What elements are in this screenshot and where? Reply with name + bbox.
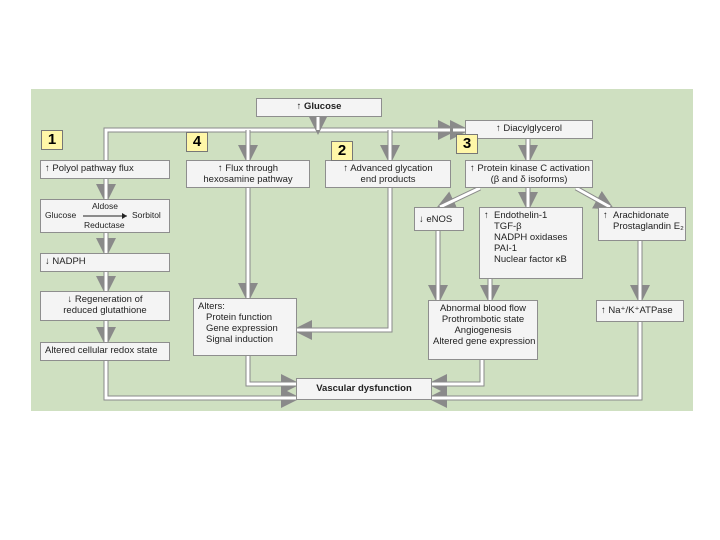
age-line-1: ↑ Advanced glycation: [343, 163, 433, 174]
badge-2: 2: [331, 141, 353, 161]
endothelin-item-4: PAI-1: [494, 243, 518, 254]
pkc-line-1: ↑ Protein kinase C activation: [470, 163, 590, 174]
diacylglycerol-box: ↑ Diacylglycerol: [465, 120, 593, 139]
aldose-glucose: Glucose: [45, 210, 77, 220]
glutathione-line-2: reduced glutathione: [63, 305, 147, 316]
badge-4: 4: [186, 132, 208, 152]
arrow-pkc-to-enos-fill: [439, 186, 481, 209]
nadph-box: ↓ NADPH: [40, 253, 170, 272]
age-line-2: end products: [360, 174, 416, 185]
endothelin-up-arrow: ↑: [484, 210, 489, 221]
arrow-bloodflow-to-vascular-fill: [432, 360, 484, 386]
arrow-atpase-to-vascular-fill: [432, 322, 642, 400]
endothelin-item-5: Nuclear factor κB: [494, 254, 567, 265]
aldose-sorbitol: Sorbitol: [132, 210, 161, 220]
pkc-box: ↑ Protein kinase C activation (β and δ i…: [465, 160, 593, 188]
bloodflow-line-2: Prothrombotic state: [441, 314, 525, 325]
glucose-box: ↑ Glucose: [256, 98, 382, 117]
glucose-label: ↑ Glucose: [296, 101, 342, 112]
vascular-dysfunction-box: Vascular dysfunction: [296, 378, 432, 400]
arrow-age-to-alters: [292, 188, 393, 340]
arachidonate-box: ↑ Arachidonate Prostaglandin E₂: [598, 207, 686, 241]
polyol-label: ↑ Polyol pathway flux: [45, 163, 134, 174]
alters-item-3: Signal induction: [206, 334, 274, 345]
endothelin-item-2: TGF-β: [494, 221, 522, 232]
alters-item-1: Protein function: [206, 312, 273, 323]
aldose-bottom: Reductase: [84, 220, 125, 230]
endothelin-item-3: NADPH oxidases: [494, 232, 568, 243]
glutathione-line-1: ↓ Regeneration of: [67, 294, 143, 305]
badge-3: 3: [456, 134, 478, 154]
atpase-label: ↑ Na⁺/K⁺ATPase: [601, 305, 673, 316]
vascular-dysfunction-label: Vascular dysfunction: [316, 383, 412, 394]
arrow-alters-to-vascular-fill: [246, 356, 296, 386]
redox-box: Altered cellular redox state: [40, 342, 170, 361]
alters-item-2: Gene expression: [206, 323, 278, 334]
hexosamine-line-2: hexosamine pathway: [203, 174, 293, 185]
diacylglycerol-label: ↑ Diacylglycerol: [496, 123, 562, 134]
bloodflow-line-1: Abnormal blood flow: [439, 303, 527, 314]
aldose-top: Aldose: [92, 201, 118, 211]
bloodflow-line-4: Altered gene expression: [433, 336, 536, 347]
hexosamine-box: ↑ Flux through hexosamine pathway: [186, 160, 310, 188]
enos-box: ↓ eNOS: [414, 207, 464, 231]
aldose-reductase-box: Glucose Aldose Reductase Sorbitol: [40, 199, 170, 233]
polyol-box: ↑ Polyol pathway flux: [40, 160, 170, 179]
arrow-glucose-to-polyol-fill: [104, 128, 453, 160]
endothelin-item-1: Endothelin-1: [494, 210, 548, 221]
endothelin-box: ↑ Endothelin-1 TGF-β NADPH oxidases PAI-…: [479, 207, 583, 279]
enos-label: ↓ eNOS: [419, 214, 453, 225]
arrow-age-to-alters-fill: [297, 188, 392, 332]
alters-heading: Alters:: [198, 301, 225, 312]
pkc-line-2: (β and δ isoforms): [490, 174, 568, 185]
atpase-box: ↑ Na⁺/K⁺ATPase: [596, 300, 684, 322]
arrow-layer: [96, 115, 650, 408]
arrow-redox-to-vascular: [103, 361, 301, 408]
arrow-glucose-to-polyol: [103, 120, 458, 160]
arrow-redox-to-vascular-fill: [104, 361, 296, 400]
redox-label: Altered cellular redox state: [45, 345, 158, 356]
badge-1: 1: [41, 130, 63, 150]
arachidonate-up-arrow: ↑: [603, 210, 608, 221]
arachidonate-line-2: Prostaglandin E₂: [613, 221, 684, 232]
bloodflow-line-3: Angiogenesis: [454, 325, 512, 336]
glutathione-box: ↓ Regeneration of reduced glutathione: [40, 291, 170, 321]
hexosamine-line-1: ↑ Flux through: [217, 163, 279, 174]
alters-box: Alters: Protein function Gene expression…: [193, 298, 297, 356]
nadph-label: ↓ NADPH: [45, 256, 86, 267]
aldose-reaction-arrow: [83, 213, 127, 219]
arachidonate-line-1: Arachidonate: [613, 210, 669, 221]
arrow-bloodflow-to-vascular: [427, 360, 485, 394]
bloodflow-box: Abnormal blood flow Prothrombotic state …: [428, 300, 538, 360]
arrow-alters-to-vascular: [245, 356, 301, 394]
arrow-pkc-to-arachidonate-fill: [575, 186, 611, 209]
age-box: ↑ Advanced glycation end products: [325, 160, 451, 188]
